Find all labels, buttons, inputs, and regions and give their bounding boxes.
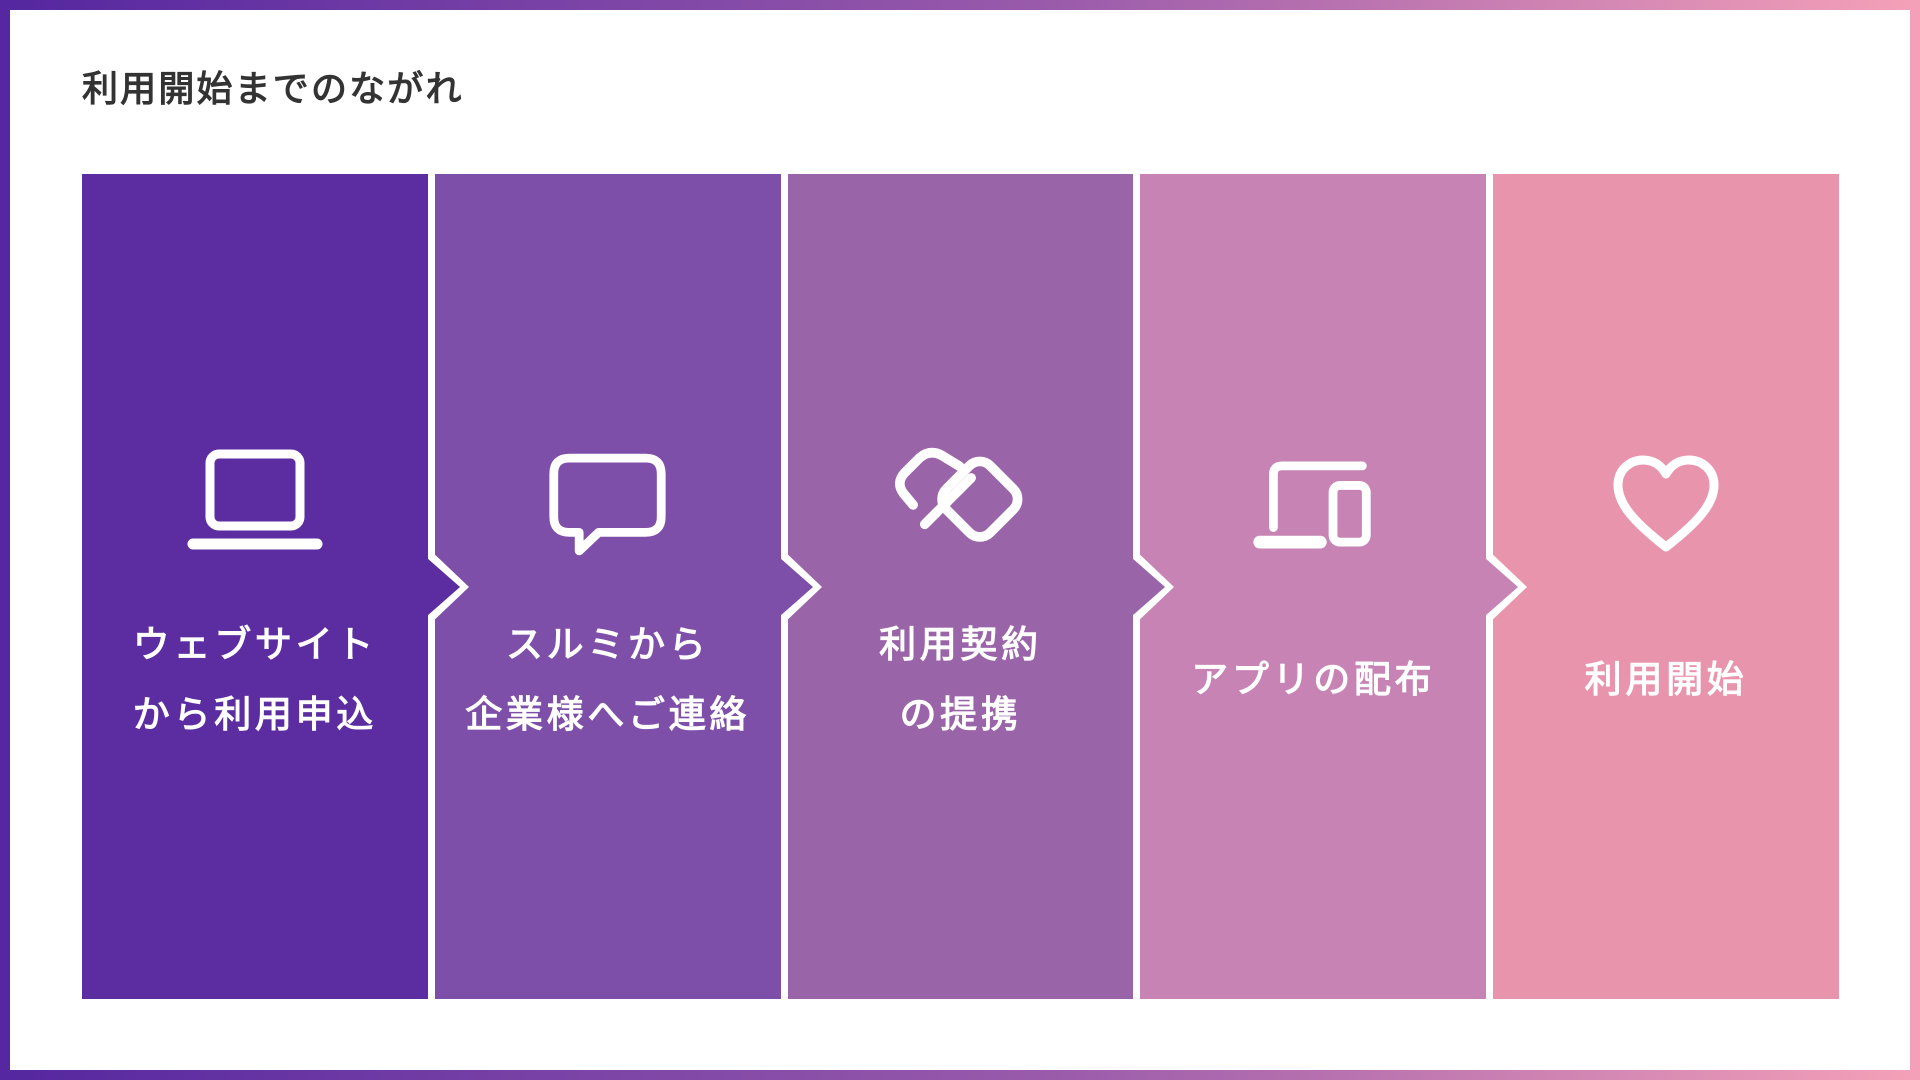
step-label: ウェブサイトから利用申込	[82, 610, 428, 750]
step-label-line: から利用申込	[132, 694, 377, 735]
step-label-line: アプリの配布	[1191, 659, 1436, 700]
step-column: ウェブサイトから利用申込	[82, 174, 469, 999]
step-label-line: スルミから	[505, 624, 710, 665]
step-label: 利用契約の提携	[788, 610, 1134, 750]
devices-icon	[1140, 442, 1486, 566]
step-label: スルミから企業様へご連絡	[435, 610, 781, 750]
step-label: アプリの配布	[1140, 645, 1486, 715]
step-column: 利用開始	[1493, 174, 1839, 999]
step-label-line: 企業様へご連絡	[465, 694, 751, 735]
step-label-line: 利用開始	[1584, 659, 1748, 700]
step-column: スルミから企業様へご連絡	[434, 174, 822, 999]
step-label-line: ウェブサイト	[132, 624, 377, 665]
step-column: アプリの配布	[1140, 174, 1528, 999]
speech-bubble-icon	[435, 442, 781, 566]
heart-icon	[1493, 442, 1839, 566]
flow-steps: ウェブサイトから利用申込スルミから企業様へご連絡利用契約の提携アプリの配布利用開…	[82, 174, 1839, 999]
step-label: 利用開始	[1493, 645, 1839, 715]
step-column: 利用契約の提携	[787, 174, 1175, 999]
laptop-icon	[82, 442, 428, 566]
step-label-line: 利用契約	[879, 624, 1042, 665]
step-label-line: の提携	[899, 694, 1022, 735]
page-title: 利用開始までのながれ	[82, 68, 464, 109]
handshake-icon	[788, 442, 1134, 566]
